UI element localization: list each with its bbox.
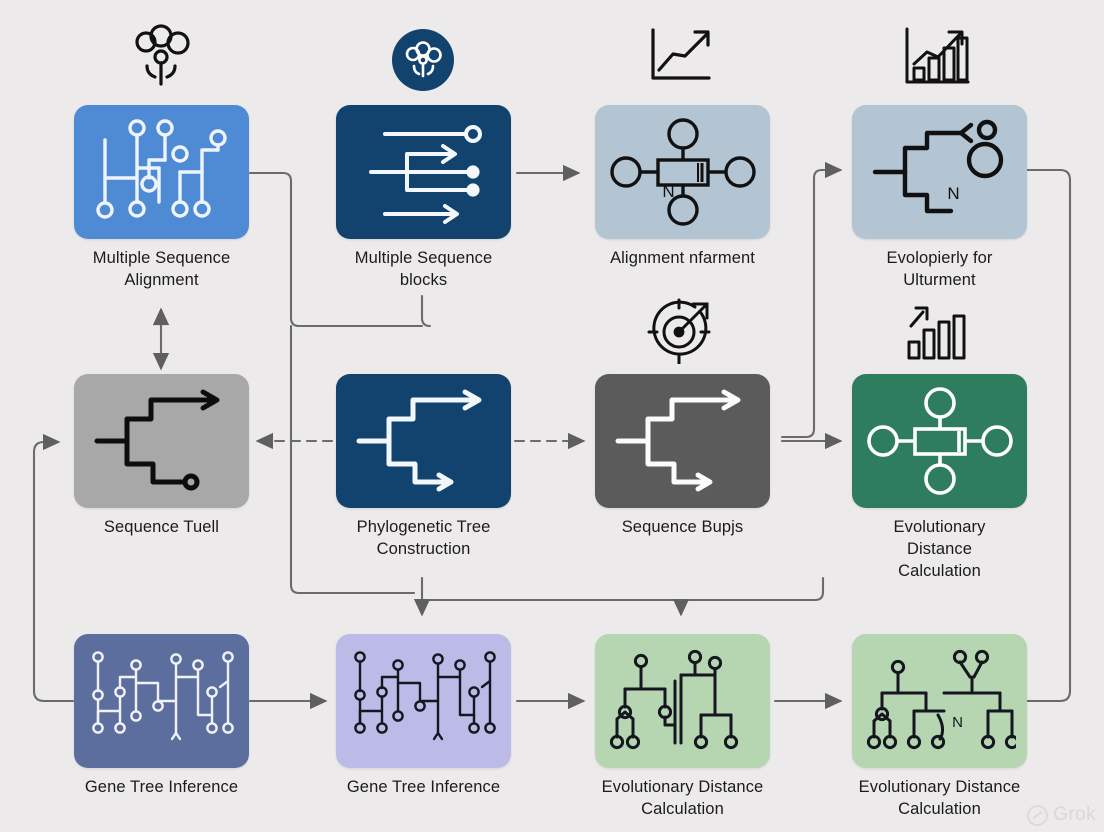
node-evolopierly[interactable]: N Evolopierly for Ulturment [822,105,1057,292]
tile-multiple-sequence-blocks[interactable] [336,105,511,239]
top-icon-target-arrow [647,296,715,364]
network-node-cross-light-icon [866,387,1013,495]
label-n-glyph: N [662,182,675,201]
branch-arrow-light-icon [356,389,481,492]
network-node-cross-icon [609,118,756,226]
caption-alignment-nfarment: Alignment nfarment [610,249,755,267]
tile-gene-tree-inference-slate[interactable] [74,634,249,768]
branch-arrow-light-icon-2 [615,389,740,492]
top-icon-tree-nodes-badge [391,28,455,92]
dendrogram-wide-icon [866,649,1016,750]
tile-evolutionary-distance-green[interactable] [852,374,1027,508]
watermark-label: Grok [1053,804,1096,825]
tile-alignment-nfarment[interactable]: N [595,105,770,239]
caption-sequence-bupjs: Sequence Bupjs [621,518,744,536]
label-n-glyph-3: N [952,713,963,731]
dense-tree-dark-icon [354,651,496,741]
top-icon-tree-nodes-outline [125,24,197,90]
caption-evolutionary-distance-green: Evolutionary Distance Calculation [893,518,986,580]
watermark: Grok [1027,804,1096,826]
node-multiple-sequence-alignment[interactable]: Multiple Sequence Alignment [44,105,279,292]
node-sequence-tuell[interactable]: Sequence Tuell [44,374,279,539]
caption-evolutionary-distance-light-1: Evolutionary Distance Calculation [601,778,764,818]
node-evolutionary-distance-light-1[interactable]: Evolutionary Distance Calculation [565,634,800,821]
node-alignment-nfarment[interactable]: N Alignment nfarment [565,105,800,270]
dendrogram-icon [609,649,738,750]
branch-arrow-dark-icon [94,389,219,491]
top-icon-line-chart-arrow [645,24,719,88]
grok-logo-icon [1027,804,1049,826]
node-evolutionary-distance-light-2[interactable]: N Evolutionary Distance Calculation [822,634,1057,821]
caption-phylogenetic-tree-construction: Phylogenetic Tree Construction [356,518,491,558]
caption-multiple-sequence-blocks: Multiple Sequence blocks [354,249,493,289]
top-icon-bar-chart-growth-b [905,300,969,362]
label-n-glyph-2: N [947,184,960,203]
phylo-tree-circles-icon [95,119,227,219]
tile-phylogenetic-tree-construction[interactable] [336,374,511,508]
node-gene-tree-inference-slate[interactable]: Gene Tree Inference [44,634,279,799]
tile-evolopierly[interactable]: N [852,105,1027,239]
tile-multiple-sequence-alignment[interactable] [74,105,249,239]
dense-tree-light-icon [92,651,234,741]
sequence-blocks-arrows-icon [368,125,482,224]
node-phylogenetic-tree-construction[interactable]: Phylogenetic Tree Construction [306,374,541,561]
tile-gene-tree-inference-lavender[interactable] [336,634,511,768]
node-sequence-bupjs[interactable]: Sequence Bupjs [565,374,800,539]
caption-sequence-tuell: Sequence Tuell [103,518,220,536]
wire-blocks-caption-down [420,294,432,328]
node-gene-tree-inference-lavender[interactable]: Gene Tree Inference [306,634,541,799]
caption-evolopierly: Evolopierly for Ulturment [886,249,993,289]
top-icon-bar-chart-growth-a [900,24,974,90]
caption-gene-tree-inference-lavender: Gene Tree Inference [346,778,501,796]
node-multiple-sequence-blocks[interactable]: Multiple Sequence blocks [306,105,541,292]
tile-sequence-tuell[interactable] [74,374,249,508]
cladogram-branch-icon [872,119,1003,214]
caption-gene-tree-inference-slate: Gene Tree Inference [84,778,239,796]
caption-multiple-sequence-alignment: Multiple Sequence Alignment [92,249,231,289]
tile-evolutionary-distance-light-1[interactable] [595,634,770,768]
tile-evolutionary-distance-light-2[interactable]: N [852,634,1027,768]
tile-sequence-bupjs[interactable] [595,374,770,508]
node-evolutionary-distance-green[interactable]: Evolutionary Distance Calculation [822,374,1057,582]
caption-evolutionary-distance-light-2: Evolutionary Distance Calculation [858,778,1021,818]
